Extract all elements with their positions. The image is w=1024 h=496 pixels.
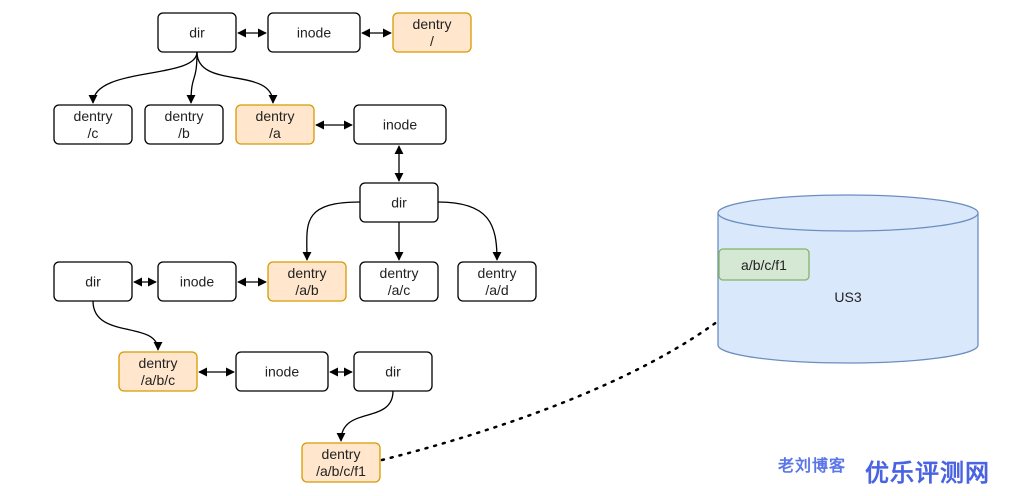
node-inode-abc: inode	[235, 351, 329, 392]
node-type-label: dir	[391, 195, 407, 211]
node-type-label: dentry	[322, 446, 361, 462]
node-inode-a: inode	[353, 104, 447, 145]
object-key-box	[718, 248, 810, 281]
node-dentry-ab: dentry/a/b	[267, 261, 347, 302]
node-box	[359, 261, 439, 302]
node-type-label: inode	[383, 117, 417, 133]
node-type-label: dentry	[74, 108, 113, 124]
node-dir-ab: dir	[53, 261, 133, 302]
node-box	[457, 261, 537, 302]
us3-cylinder-body	[717, 213, 979, 364]
edge-root-to-dentry-a	[196, 51, 278, 104]
node-type-label: dentry	[139, 355, 178, 371]
node-dentry-ac: dentry/a/c	[359, 261, 439, 302]
node-type-label: dentry	[478, 265, 517, 281]
node-path-label: /a/c	[388, 282, 411, 298]
us3-storage: US3 a/b/c/f1	[717, 194, 979, 364]
node-box	[353, 104, 447, 145]
node-type-label: inode	[180, 274, 214, 290]
edge-dir-abc-to-dentry-abcf1	[336, 390, 394, 442]
node-dentry-abc: dentry/a/b/c	[118, 351, 198, 392]
node-box	[157, 261, 237, 302]
node-box	[53, 261, 133, 302]
connector-layer	[88, 28, 766, 462]
node-dentry-root: dentry/	[392, 12, 472, 53]
node-path-label: /a/b	[295, 282, 319, 298]
us3-label: US3	[834, 289, 861, 305]
node-box	[235, 104, 315, 145]
node-box	[118, 351, 198, 392]
node-box	[267, 261, 347, 302]
node-dentry-ad: dentry/a/d	[457, 261, 537, 302]
edge-dir-a-to-dentry-ab	[302, 201, 361, 261]
object-key-label: a/b/c/f1	[741, 257, 787, 273]
node-box	[267, 12, 361, 53]
node-type-label: dir	[189, 25, 205, 41]
node-box	[359, 182, 439, 223]
node-type-label: dentry	[256, 108, 295, 124]
node-box	[53, 104, 133, 145]
node-path-label: /a/b/c	[141, 372, 175, 388]
object-mapping-link	[380, 279, 766, 462]
node-path-label: /a/b/c/f1	[316, 463, 366, 479]
node-dentry-c: dentry/c	[53, 104, 133, 145]
node-type-label: inode	[297, 25, 331, 41]
node-box	[392, 12, 472, 53]
edge-root-to-dentry-b	[186, 51, 198, 104]
node-type-label: inode	[265, 364, 299, 380]
node-path-label: /b	[178, 125, 190, 141]
edge-root-to-dentry-c	[88, 51, 198, 104]
node-inode-ab: inode	[157, 261, 237, 302]
node-type-label: dentry	[380, 265, 419, 281]
node-box	[157, 12, 237, 53]
edge-dir-a-to-dentry-ad	[437, 201, 502, 261]
node-path-label: /	[430, 33, 434, 49]
node-inode-root: inode	[267, 12, 361, 53]
edge-dir-ab-to-dentry-abc	[92, 300, 163, 351]
node-path-label: /a/d	[485, 282, 508, 298]
node-path-label: /c	[88, 125, 99, 141]
watermark-text-1: 老刘博客	[778, 456, 847, 475]
node-box	[235, 351, 329, 392]
node-type-label: dentry	[413, 16, 452, 32]
node-dentry-b: dentry/b	[144, 104, 224, 145]
watermark-text-2: 优乐评测网	[865, 459, 990, 487]
node-box	[353, 351, 433, 392]
node-path-label: /a	[269, 125, 281, 141]
us3-cylinder-top	[717, 194, 979, 232]
node-dir-abc: dir	[353, 351, 433, 392]
node-type-label: dentry	[165, 108, 204, 124]
node-dentry-a: dentry/a	[235, 104, 315, 145]
node-box	[144, 104, 224, 145]
node-box	[301, 442, 381, 483]
node-type-label: dentry	[288, 265, 327, 281]
node-type-label: dir	[385, 364, 401, 380]
node-dir-root: dir	[157, 12, 237, 53]
node-dir-a: dir	[359, 182, 439, 223]
node-dentry-abcf1: dentry/a/b/c/f1	[301, 442, 381, 483]
node-type-label: dir	[85, 274, 101, 290]
